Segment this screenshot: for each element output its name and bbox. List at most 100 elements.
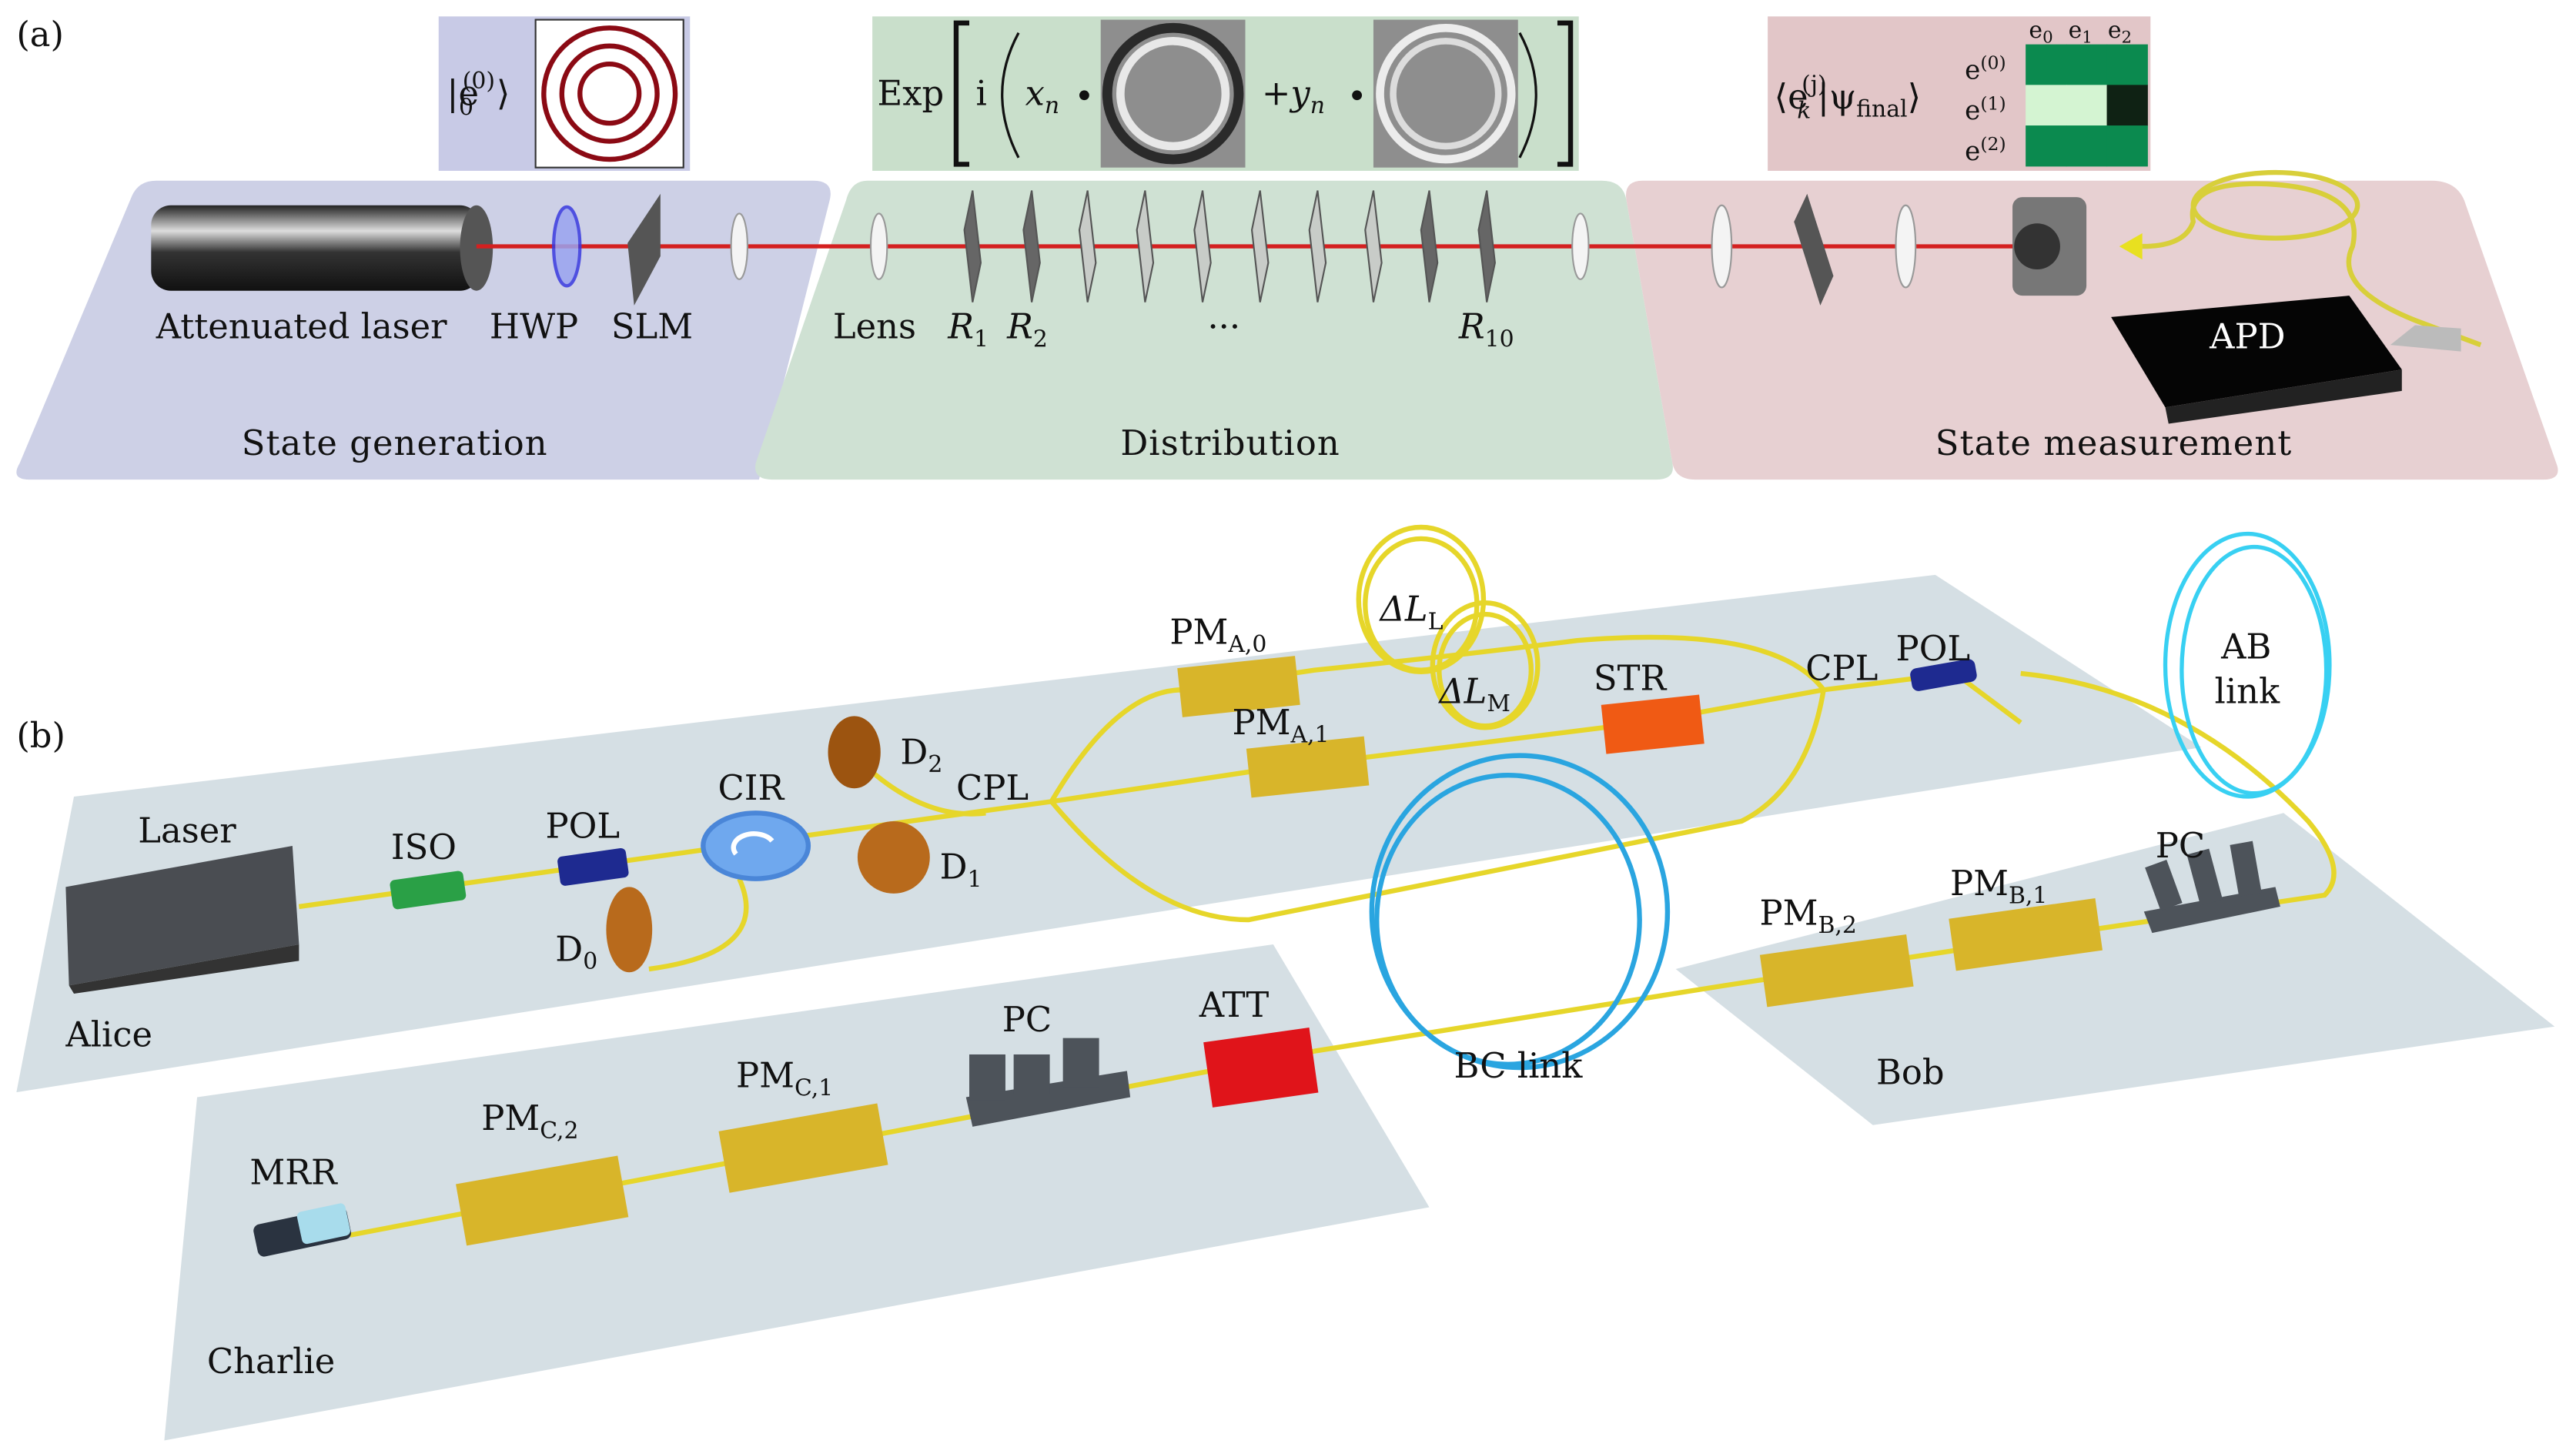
apd bbox=[2111, 296, 2402, 408]
formula-y: +yn bbox=[1262, 73, 1325, 120]
phase-plate bbox=[1364, 190, 1383, 302]
attenuator bbox=[1203, 1027, 1319, 1108]
heatmap-column-label: e0 bbox=[2029, 17, 2052, 47]
lens bbox=[730, 212, 749, 280]
label-ab-link-2: link bbox=[2215, 670, 2281, 711]
platform-bob bbox=[1675, 813, 2555, 1125]
label-d1: D1 bbox=[940, 847, 982, 894]
platform-distribution bbox=[754, 180, 1673, 480]
label-pc-charlie: PC bbox=[1002, 999, 1052, 1040]
phase-plate bbox=[1193, 190, 1212, 302]
label-cpl-1: CPL bbox=[956, 767, 1029, 808]
laser-source bbox=[65, 845, 299, 986]
detector-d0 bbox=[606, 887, 653, 973]
label-lens: Lens bbox=[833, 306, 916, 347]
grating bbox=[1794, 193, 1834, 306]
heatmap-cell bbox=[2026, 85, 2067, 126]
label-pm-c2: PMC,2 bbox=[481, 1098, 578, 1145]
section-distribution: Distribution bbox=[1120, 423, 1340, 463]
label-delta-l-m: ΔLM bbox=[1437, 670, 1510, 717]
heatmap-cell bbox=[2026, 125, 2067, 167]
label-pm-b2: PMB,2 bbox=[1759, 892, 1856, 939]
circulator bbox=[701, 810, 811, 881]
heatmap-cell bbox=[2066, 44, 2108, 85]
state-ket: |e(0)0⟩ bbox=[447, 68, 510, 121]
phase-plate bbox=[963, 190, 982, 302]
section-state-generation: State generation bbox=[242, 423, 548, 463]
label-dots: ··· bbox=[1207, 306, 1240, 347]
label-cpl-2: CPL bbox=[1805, 647, 1878, 688]
platform-state-measurement bbox=[1625, 180, 2558, 480]
panel-b-label: (b) bbox=[16, 715, 65, 756]
bc-link bbox=[1369, 753, 1671, 1071]
component-labels: Attenuated laser HWP SLM Lens R1 R2 ··· … bbox=[156, 306, 2292, 464]
phase-plate bbox=[1078, 190, 1097, 302]
label-iso: ISO bbox=[391, 827, 457, 867]
heatmap-column-label: e2 bbox=[2108, 17, 2132, 47]
lens bbox=[1571, 212, 1590, 280]
formula-i: i bbox=[976, 73, 987, 114]
isolator bbox=[390, 871, 467, 910]
heatmap-cell bbox=[2066, 85, 2108, 126]
label-pol-2: POL bbox=[1896, 628, 1971, 669]
label-pm-a1: PMA,1 bbox=[1232, 702, 1329, 749]
phase-plate bbox=[1022, 190, 1041, 302]
hwp bbox=[552, 205, 582, 288]
heatmap-row-label: e(2) bbox=[1965, 133, 2006, 167]
phase-modulator-c1 bbox=[718, 1103, 888, 1193]
label-ab-link-1: AB bbox=[2220, 627, 2271, 667]
ab-link bbox=[2163, 531, 2332, 799]
heatmap-cell bbox=[2106, 125, 2148, 167]
platform-charlie bbox=[164, 944, 1430, 1441]
label-laser: Laser bbox=[138, 810, 236, 851]
phase-plate bbox=[1136, 190, 1155, 302]
polarizer-2 bbox=[1910, 659, 1977, 691]
polarizer bbox=[557, 847, 629, 886]
measurement-bracket: ⟨e(j)k|ψfinal⟩ bbox=[1775, 72, 1921, 125]
phase-plate bbox=[1308, 190, 1327, 302]
label-pol: POL bbox=[545, 805, 620, 846]
heatmap-cell bbox=[2066, 125, 2108, 167]
bob-components bbox=[1759, 840, 2280, 1008]
label-pc-bob: PC bbox=[2156, 825, 2205, 866]
heatmap-row-label: e(1) bbox=[1965, 92, 2006, 126]
lens bbox=[1711, 204, 1733, 289]
alice-components bbox=[65, 656, 1977, 994]
detector-d2 bbox=[828, 716, 881, 789]
heatmap bbox=[2026, 44, 2148, 167]
heatmap-row-label: e(0) bbox=[1965, 52, 2006, 86]
polarization-controller-c bbox=[965, 1038, 1131, 1127]
label-cir: CIR bbox=[718, 767, 785, 808]
apd-label: APD bbox=[2209, 316, 2285, 356]
panel-a: (a) |e(0)0⟩ Exp i xn +yn bbox=[16, 14, 2558, 480]
heatmap-column-label: e1 bbox=[2069, 17, 2093, 47]
phase-modulator-a0 bbox=[1177, 656, 1300, 717]
phase-modulator-b2 bbox=[1759, 934, 1914, 1008]
detector-d1 bbox=[857, 820, 930, 894]
inset-formula: Exp i xn +yn bbox=[872, 16, 1579, 171]
formula-exp: Exp bbox=[878, 73, 945, 114]
heatmap-cell bbox=[2026, 44, 2067, 85]
label-str: STR bbox=[1594, 657, 1668, 698]
lens bbox=[1895, 204, 1917, 289]
label-d0: D0 bbox=[555, 928, 597, 975]
label-r1: R1 bbox=[947, 306, 989, 353]
label-pm-c1: PMC,1 bbox=[736, 1055, 833, 1102]
phase-modulator-c2 bbox=[456, 1155, 629, 1246]
label-hwp: HWP bbox=[490, 306, 578, 347]
label-bc-link: BC link bbox=[1454, 1045, 1584, 1086]
label-r2: R2 bbox=[1006, 306, 1048, 353]
inset-initial-state: |e(0)0⟩ bbox=[438, 16, 691, 171]
label-mrr: MRR bbox=[249, 1152, 338, 1193]
label-delta-l-l: ΔLL bbox=[1379, 589, 1444, 636]
heatmap-cell bbox=[2106, 85, 2148, 126]
label-d2: D2 bbox=[900, 731, 942, 778]
lens bbox=[869, 212, 888, 280]
optical-setup: APD bbox=[151, 169, 2482, 424]
stretcher bbox=[1601, 694, 1705, 754]
label-pm-a0: PMA,0 bbox=[1169, 612, 1266, 659]
phase-plate bbox=[1420, 190, 1439, 302]
label-charlie: Charlie bbox=[207, 1341, 335, 1382]
panel-b: (b) bbox=[16, 524, 2555, 1441]
